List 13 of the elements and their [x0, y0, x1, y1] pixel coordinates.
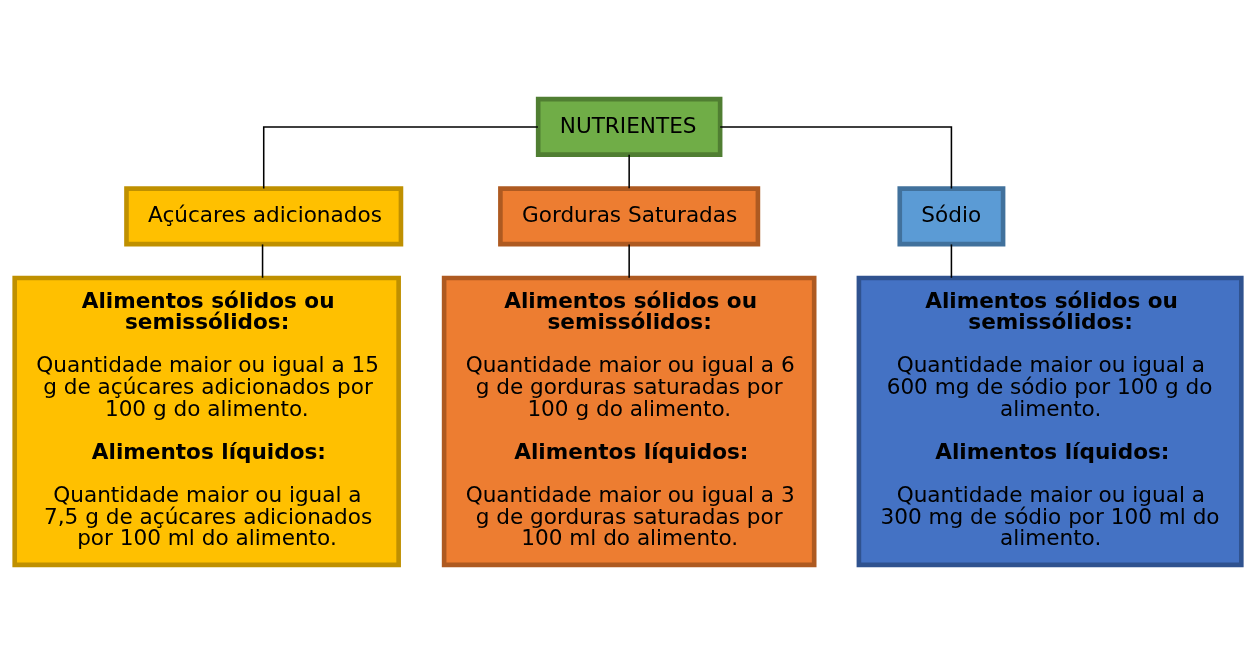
node-box: Alimentos sólidos ou semissólidos: Quantidade maior ou igual a 15 g de açúcares adicionados por 100 g do alimento. Alimentos líquidos: Quantidade maior ou igual a 7,5 g de açúcares adicionados por 100 ml do alimento. [12, 275, 401, 567]
node-box: Gorduras Saturadas [498, 185, 761, 246]
connector [628, 243, 630, 278]
node-box: NUTRIENTES [535, 96, 723, 157]
node-box: Açúcares adicionados [124, 185, 404, 246]
connector [262, 125, 539, 189]
node-box: Alimentos sólidos ou semissólidos: Quantidade maior ou igual a 6 g de gorduras saturadas por 100 g do alimento. Alimentos líquidos: Quantidade maior ou igual a 3 g de gorduras saturadas por 100 ml do alimento. [441, 275, 817, 567]
connector [261, 243, 264, 278]
node-box: Alimentos sólidos ou semissólidos: Quantidade maior ou igual a 600 mg de sódio por 100 g do alimento. Alimentos líquidos: Quantidade maior ou igual a 300 mg de sódio por 100 ml do alimento. [856, 275, 1244, 567]
connector [719, 125, 953, 189]
connector [628, 153, 630, 189]
node-box: Sódio [897, 185, 1006, 246]
connector [950, 243, 953, 278]
